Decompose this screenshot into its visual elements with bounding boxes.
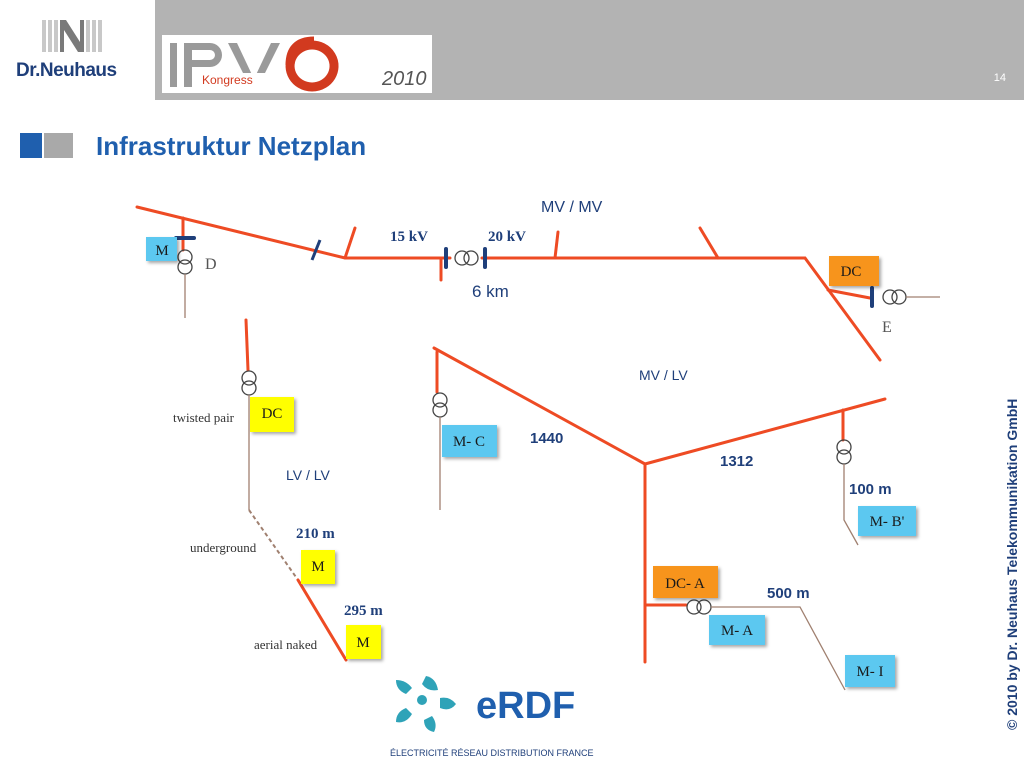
ipv6-kongress-logo: Kongress 2010 (162, 35, 432, 93)
node-dca-box (653, 566, 718, 598)
erdf-brand: eRDF (476, 685, 575, 727)
node-dc-box (829, 256, 879, 286)
mv-mv-title: MV / MV (541, 199, 603, 216)
underground-label: underground (190, 540, 257, 555)
node-mb-label: M- B' (870, 514, 905, 530)
company-name: Dr.Neuhaus (16, 60, 117, 81)
erdf-tagline: ÉLECTRICITÉ RÉSEAU DISTRIBUTION FRANCE (390, 748, 594, 758)
distance-210m: 210 m (296, 526, 335, 542)
distance-6km: 6 km (472, 282, 509, 301)
twisted-pair-label: twisted pair (173, 410, 235, 425)
mv-lv-title: MV / LV (639, 367, 688, 383)
breaker-mark (310, 239, 322, 261)
voltage-15kv: 15 kV (390, 229, 428, 245)
page-title: Infrastruktur Netzplan (96, 131, 367, 161)
transformer-icon (177, 249, 193, 275)
lv-m2-label: M (356, 635, 369, 651)
lv-m2-box (346, 625, 381, 659)
node-mi-label: M- I (856, 664, 883, 680)
copyright-notice: © 2010 by Dr. Neuhaus Telekommunikation … (1004, 398, 1020, 730)
title-marker (20, 133, 73, 158)
erdf-logo: eRDF ÉLECTRICITÉ RÉSEAU DISTRIBUTION FRA… (388, 668, 618, 764)
node-dca-label: DC- A (665, 576, 705, 592)
transformer-icon (454, 250, 479, 266)
node-ma-box (709, 615, 765, 645)
voltage-20kv: 20 kV (488, 229, 526, 245)
distance-1440: 1440 (530, 430, 563, 447)
mv-mv-network (135, 205, 882, 362)
node-e-label: E (882, 319, 892, 336)
erdf-pinwheel-icon (396, 676, 456, 732)
aerial-naked-label: aerial naked (254, 637, 318, 652)
transformer-icon (432, 392, 448, 418)
year-label: 2010 (381, 68, 427, 90)
node-m-box (146, 237, 177, 261)
lv-lv-title: LV / LV (286, 467, 331, 483)
transformer-icon (836, 439, 852, 465)
company-logo: Dr.Neuhaus (0, 0, 155, 100)
node-ma-label: M- A (721, 623, 753, 639)
page-number: 14 (993, 72, 1006, 84)
node-mb-box (858, 506, 916, 536)
lv-dc-label: DC (262, 406, 283, 422)
distance-100m: 100 m (849, 481, 892, 498)
lv-m1-label: M (311, 559, 324, 575)
node-mi-box (845, 655, 895, 687)
node-d-label: D (205, 256, 217, 273)
distance-1312: 1312 (720, 453, 753, 470)
node-dc-label: DC (841, 264, 862, 280)
distance-500m: 500 m (767, 585, 810, 602)
lv-m1-box (301, 550, 335, 584)
kongress-label: Kongress (202, 73, 253, 87)
node-m-label: M (155, 243, 168, 259)
transformer-icon (241, 370, 257, 396)
neuhaus-logo-mark (40, 18, 106, 54)
transformer-icon (882, 289, 907, 305)
lv-dc-box (250, 397, 294, 432)
node-mc-label: M- C (453, 434, 485, 450)
transformer-icon (686, 599, 712, 615)
node-mc-box (442, 425, 497, 457)
distance-295m: 295 m (344, 603, 383, 619)
